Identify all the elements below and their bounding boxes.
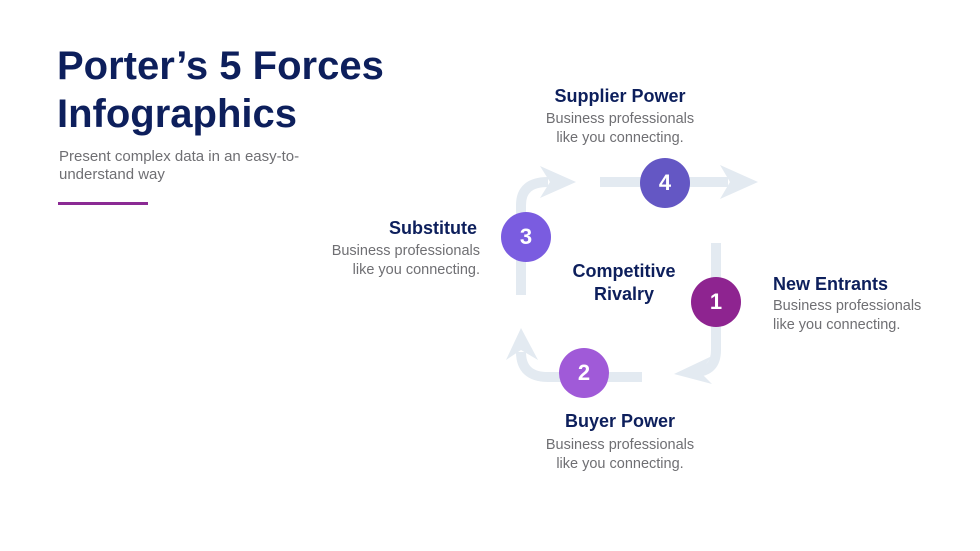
arrowhead-top	[720, 165, 758, 199]
force-4-title: Supplier Power	[554, 86, 686, 106]
arrow-top-left	[516, 177, 549, 295]
force-4-badge: 4	[640, 158, 690, 208]
accent-divider	[58, 202, 148, 205]
force-3-title: Substitute	[389, 218, 477, 238]
arrowhead-top-left	[540, 166, 576, 198]
force-3-badge: 3	[501, 212, 551, 262]
force-2-badge: 2	[559, 348, 609, 398]
arrowhead-bottom	[506, 328, 538, 360]
arrowhead-right	[674, 356, 712, 384]
arrow-bottom	[516, 351, 642, 382]
subtitle: Present complex data in an easy-to-under…	[59, 148, 300, 183]
force-1-badge: 1	[691, 277, 741, 327]
force-1-title: New Entrants	[773, 274, 889, 294]
force-2-title: Buyer Power	[564, 411, 676, 431]
